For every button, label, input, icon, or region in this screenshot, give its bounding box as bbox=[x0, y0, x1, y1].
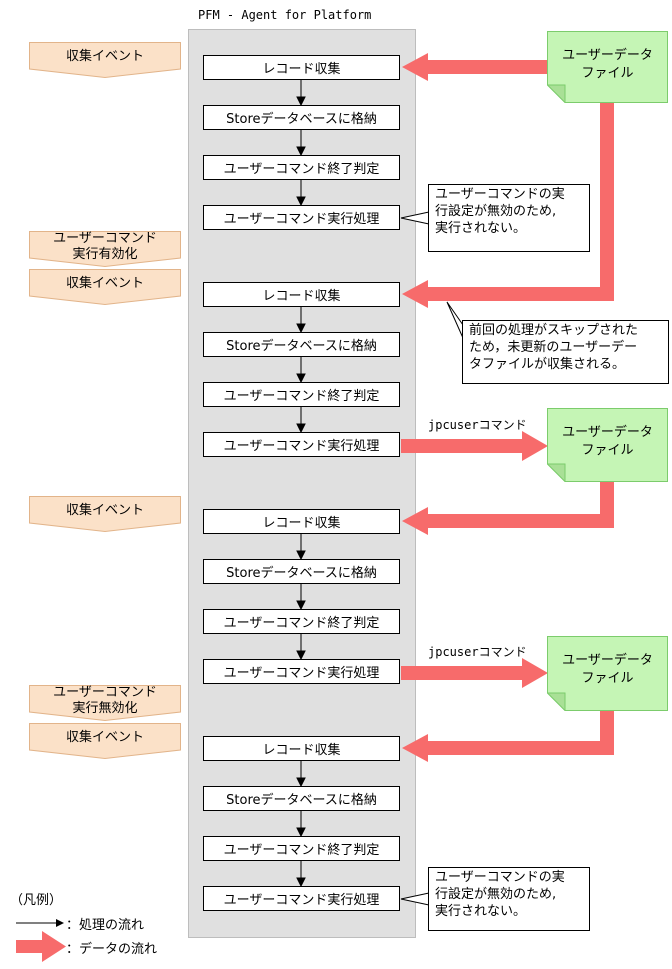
step-command-exec: ユーザーコマンド実行処理 bbox=[203, 432, 400, 457]
data-arrow-exec2-to-file2 bbox=[401, 431, 548, 461]
user-data-file: ユーザーデータ ファイル bbox=[547, 636, 668, 711]
step-command-end-check: ユーザーコマンド終了判定 bbox=[203, 155, 400, 180]
data-arrow-file2-to-record3 bbox=[402, 482, 614, 535]
legend-process-flow: ：処理の流れ bbox=[66, 918, 145, 933]
data-arrow-file1-to-record2 bbox=[402, 103, 614, 308]
data-flow-arrows bbox=[401, 53, 614, 762]
legend-process-arrow-icon bbox=[16, 919, 64, 927]
event-command-enable: ユーザーコマンド 実行有効化 bbox=[29, 231, 181, 267]
step-store-db: Storeデータベースに格納 bbox=[203, 105, 400, 130]
step-record-collect: レコード収集 bbox=[203, 736, 400, 761]
event-command-disable: ユーザーコマンド 実行無効化 bbox=[29, 685, 181, 721]
step-command-exec: ユーザーコマンド実行処理 bbox=[203, 205, 400, 230]
process-flow-arrows bbox=[296, 80, 306, 888]
diagram-title: PFM - Agent for Platform bbox=[198, 8, 372, 22]
event-collection: 収集イベント bbox=[29, 42, 181, 78]
step-record-collect: レコード収集 bbox=[203, 509, 400, 534]
legend-data-arrow-icon bbox=[16, 931, 66, 962]
step-store-db: Storeデータベースに格納 bbox=[203, 786, 400, 811]
event-collection: 収集イベント bbox=[29, 496, 181, 532]
data-arrow-file3-to-record4 bbox=[402, 711, 614, 762]
note-skipped-previous: 前回の処理がスキップされた ため，未更新のユーザーデー タファイルが収集される。 bbox=[462, 320, 669, 384]
data-arrow-file1-to-record1 bbox=[402, 53, 548, 81]
event-collection: 収集イベント bbox=[29, 269, 181, 305]
jpcuser-command-label: jpcuserコマンド bbox=[428, 645, 527, 659]
user-data-file: ユーザーデータ ファイル bbox=[547, 31, 668, 103]
step-store-db: Storeデータベースに格納 bbox=[203, 559, 400, 584]
note-command-disabled: ユーザーコマンドの実 行設定が無効のため, 実行されない。 bbox=[428, 184, 590, 252]
note-command-disabled: ユーザーコマンドの実 行設定が無効のため, 実行されない。 bbox=[428, 867, 590, 931]
jpcuser-command-label: jpcuserコマンド bbox=[428, 418, 527, 432]
step-command-exec: ユーザーコマンド実行処理 bbox=[203, 659, 400, 684]
data-arrow-exec3-to-file3 bbox=[401, 658, 548, 688]
legend-data-flow: ：データの流れ bbox=[66, 942, 158, 957]
step-record-collect: レコード収集 bbox=[203, 55, 400, 80]
step-store-db: Storeデータベースに格納 bbox=[203, 332, 400, 357]
step-command-end-check: ユーザーコマンド終了判定 bbox=[203, 836, 400, 861]
event-collection: 収集イベント bbox=[29, 723, 181, 759]
step-command-exec: ユーザーコマンド実行処理 bbox=[203, 886, 400, 911]
file-icon bbox=[547, 408, 668, 482]
step-command-end-check: ユーザーコマンド終了判定 bbox=[203, 382, 400, 407]
legend-title: （凡例） bbox=[10, 893, 63, 908]
user-data-file: ユーザーデータ ファイル bbox=[547, 408, 668, 482]
step-command-end-check: ユーザーコマンド終了判定 bbox=[203, 609, 400, 634]
file-icon bbox=[547, 636, 668, 711]
step-record-collect: レコード収集 bbox=[203, 282, 400, 307]
file-icon bbox=[547, 31, 668, 103]
